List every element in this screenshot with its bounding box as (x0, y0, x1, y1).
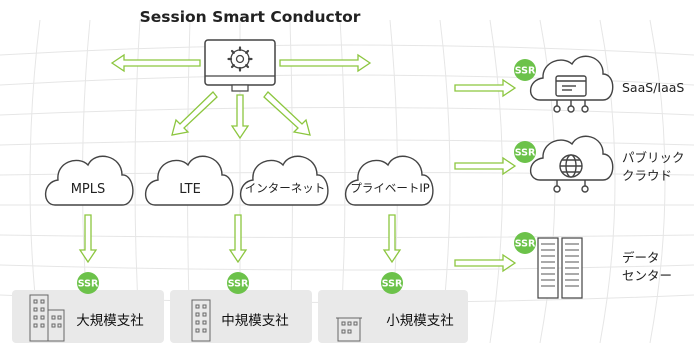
ssr-badges-sites: SSR SSR SSR (77, 272, 403, 294)
site-label-medium: 中規模支社 (221, 313, 289, 329)
ssr-badge-saas: SSR (514, 59, 536, 81)
clouds (44, 155, 434, 206)
arrow-down-right (263, 91, 311, 136)
cloud-label-lte: LTE (179, 182, 201, 197)
svg-text:SSR: SSR (228, 279, 249, 290)
arrow-down-left (171, 91, 218, 136)
svg-text:SSR: SSR (515, 148, 536, 159)
conductor-node (204, 39, 276, 92)
site-label-small: 小規模支社 (386, 313, 454, 329)
ssr-badge-datacenter: SSR (514, 232, 536, 254)
cloud-mpls (44, 155, 134, 206)
medium-building-icon (191, 299, 211, 342)
svg-text:SSR: SSR (78, 279, 99, 290)
arrow-to-large (78, 214, 98, 264)
right-arrows (454, 78, 517, 273)
cloud-globe-icon (529, 135, 614, 193)
ssr-badges-right: SSR SSR SSR (514, 59, 536, 254)
site-label-large: 大規模支社 (76, 313, 144, 329)
label-datacenter-line2: センター (622, 268, 672, 283)
ssr-badge-medium: SSR (227, 272, 249, 294)
arrow-to-datacenter (454, 253, 517, 273)
arrow-right (279, 53, 372, 73)
arrow-to-public-cloud (454, 156, 517, 176)
label-datacenter-line1: データ (622, 250, 660, 265)
cloud-label-private-ip: プライベートIP (350, 181, 429, 195)
site-arrows (78, 214, 402, 264)
site-box-large (12, 290, 164, 343)
site-box-small (318, 290, 468, 343)
cloud-private-ip (344, 155, 434, 206)
svg-text:SSR: SSR (515, 239, 536, 250)
cloud-lte (144, 155, 234, 206)
server-rack-icon (537, 237, 583, 299)
arrow-to-saas (454, 78, 517, 98)
arrow-to-medium (228, 214, 248, 264)
diagram-title: Session Smart Conductor (140, 8, 361, 26)
cloud-window-icon (529, 55, 614, 113)
small-building-icon (336, 317, 362, 342)
cloud-label-internet: インターネット (245, 181, 326, 195)
arrow-down (230, 94, 250, 140)
arrow-to-small (382, 214, 402, 264)
ssr-badge-small: SSR (381, 272, 403, 294)
cloud-internet (239, 155, 329, 206)
label-public-cloud-line2: クラウド (622, 168, 672, 183)
arrow-left (110, 53, 201, 73)
cloud-label-mpls: MPLS (71, 182, 106, 197)
label-saas: SaaS/IaaS (622, 80, 684, 95)
gear-monitor-icon (227, 46, 253, 72)
ssr-badge-large: SSR (77, 272, 99, 294)
large-building-icon (29, 294, 65, 342)
conductor-arrows (110, 53, 372, 140)
label-public-cloud-line1: パブリック (622, 150, 685, 165)
svg-text:SSR: SSR (515, 66, 536, 77)
sites (12, 290, 468, 343)
building-icons (29, 294, 362, 342)
svg-text:SSR: SSR (382, 279, 403, 290)
ssr-badge-public-cloud: SSR (514, 141, 536, 163)
